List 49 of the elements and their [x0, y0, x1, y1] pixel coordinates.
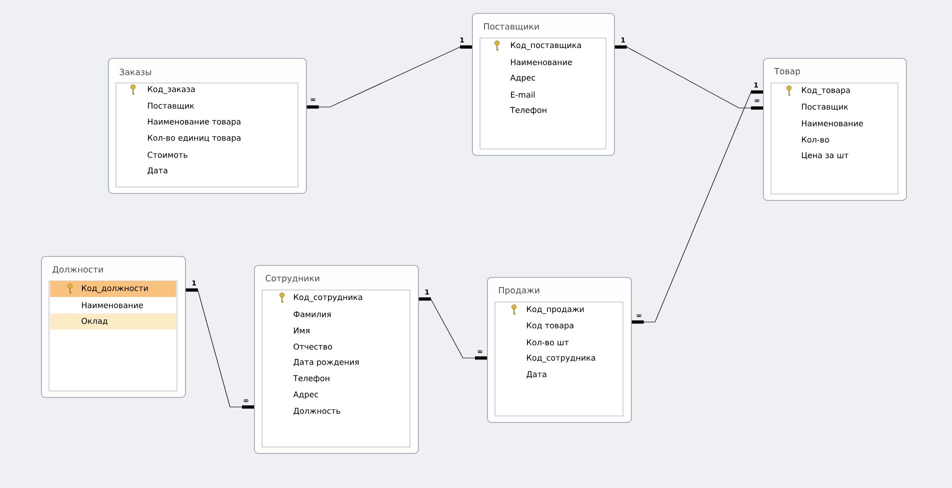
field-name: Код_сотрудника [294, 294, 362, 302]
field-name: Кол-во шт [527, 339, 569, 346]
relationship-line [632, 90, 763, 324]
relationship-line [306, 45, 472, 109]
table-title: Поставщики [484, 23, 539, 31]
table-title: Должности [52, 266, 103, 274]
field-name: E-mail [511, 92, 535, 98]
table-box [108, 58, 307, 194]
field-name: Поставщик [148, 102, 194, 110]
table-box [41, 256, 186, 398]
field-name: Наименование товара [148, 118, 240, 126]
field-name: Код_заказа [148, 86, 195, 94]
field-name: Поставщик [802, 104, 848, 111]
field-name: Должность [294, 408, 340, 415]
field-name: Наименование [511, 59, 572, 66]
table-title: Продажи [499, 287, 540, 296]
field-name: Телефон [510, 107, 546, 115]
relationship-line [418, 297, 487, 360]
field-name: Адрес [510, 74, 536, 82]
field-name: Код_должности [50, 281, 176, 297]
field-name: Телефон [293, 375, 330, 383]
field-name: Имя [294, 327, 310, 334]
field-name: Фамилия [294, 311, 331, 318]
field-name: Код_поставщика [511, 42, 581, 50]
field-name: Стоимоть [148, 152, 188, 158]
table-title: Заказы [120, 68, 152, 76]
field-name: Наименование [802, 120, 863, 126]
table-title: Сотрудники [266, 274, 320, 284]
field-name: Код товара [527, 322, 574, 330]
relationship-line [186, 288, 254, 409]
field-name: Оклад [50, 313, 176, 330]
field-name: Кол-во единиц товара [148, 134, 240, 142]
field-name: Дата рождения [294, 359, 359, 367]
table-box [487, 277, 632, 423]
table-box [763, 58, 907, 201]
table-box [472, 13, 615, 156]
field-name: Цена за шт [802, 152, 848, 160]
field-name: Код_товара [802, 87, 850, 95]
field-name: Код_сотрудника [527, 354, 596, 362]
relationship-line [614, 45, 763, 110]
table-box [254, 265, 419, 454]
field-name: Дата [148, 167, 168, 175]
field-name: Отчество [294, 344, 332, 350]
field-name: Код_продажи [527, 306, 584, 314]
field-name: Кол-во [802, 136, 829, 143]
field-name: Дата [526, 371, 546, 378]
field-name: Наименование [82, 302, 143, 308]
field-name: Адрес [293, 391, 318, 399]
table-title: Товар [774, 68, 800, 76]
